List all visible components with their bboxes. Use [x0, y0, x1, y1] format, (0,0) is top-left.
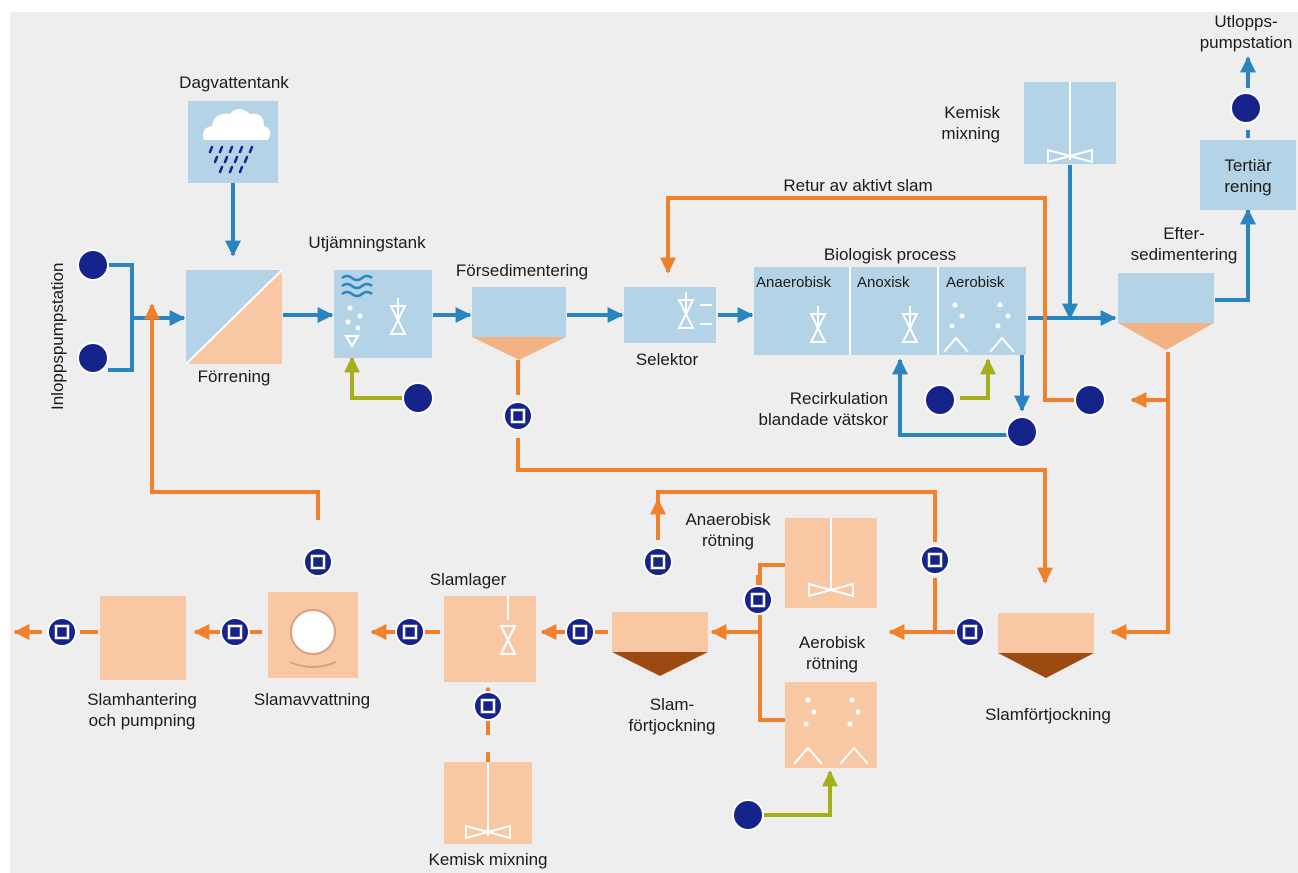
reject-pump	[302, 546, 334, 578]
cloud-icon	[203, 109, 271, 140]
inlet-pump-1	[77, 249, 109, 281]
label-aerobisk-rotning: Aerobisk rötning	[798, 633, 866, 673]
label-kemisk-mixning-top: Kemisk mixning	[941, 103, 1000, 143]
label-utjamningstank: Utjämningstank	[308, 233, 426, 252]
efter-to-retur	[1130, 352, 1170, 408]
water-flow-lines	[108, 56, 1256, 437]
utjamningstank-tank	[334, 270, 432, 358]
label-slamhantering: Slamhantering och pumpning	[87, 690, 197, 730]
label-slamfortjockning-mid: Slam- förtjockning	[628, 695, 716, 735]
to-thickener-from-right	[888, 578, 937, 640]
label-anoxisk: Anoxisk	[857, 274, 910, 291]
slamhantering-tank	[100, 596, 186, 680]
label-inloppspumpstation: Inloppspumpstation	[48, 262, 67, 410]
label-biologisk: Biologisk process	[823, 245, 957, 264]
chemical-lines	[344, 356, 996, 817]
aerobisk-chem-pump	[924, 384, 956, 416]
kemisk-mixning-bottom-tank	[444, 762, 532, 844]
forsedimentering-tank	[472, 287, 566, 360]
chem-to-aerobisk	[960, 358, 996, 400]
label-tertiar: Tertiär rening	[1224, 156, 1272, 196]
digester-loop	[758, 563, 785, 722]
biologisk-tank	[754, 267, 1026, 355]
recirk-pump	[1006, 416, 1038, 448]
label-aerobisk: Aerobisk	[946, 274, 1005, 291]
chem-to-aerob-rotning	[760, 770, 838, 817]
label-slamfortjockning-right: Slamförtjockning	[985, 705, 1111, 724]
label-anaerobisk: Anaerobisk	[756, 274, 832, 291]
label-retur: Retur av aktivt slam	[783, 176, 933, 195]
slamavvattning-tank	[268, 592, 358, 678]
utjamning-chem-pump	[402, 382, 434, 414]
reject-water-return	[144, 303, 320, 520]
slamfortjockning-right-tank	[998, 613, 1094, 678]
label-utlopp: Utlopps- pumpstation	[1199, 12, 1293, 52]
slamfort-right-pump	[954, 616, 986, 648]
to-slamhantering-pump	[219, 616, 251, 648]
to-avvattning-pump	[394, 616, 426, 648]
forsed-sludge-pump	[502, 400, 534, 432]
aerobisk-rotning-tank	[785, 682, 877, 768]
sludge-lines	[13, 196, 1170, 762]
eftersedimentering-tank	[1118, 273, 1214, 350]
slamfort-mid-pump	[642, 546, 674, 578]
utlopp-pump	[1230, 92, 1262, 124]
chem-to-utjamning	[344, 356, 402, 400]
outlet-sludge-pump	[46, 616, 78, 648]
inlet-manifold	[108, 263, 134, 372]
tertiar-rening-tank	[1200, 140, 1296, 210]
label-recirkulation: Recirkulation blandade vätskor	[758, 389, 888, 429]
label-dagvattentank: Dagvattentank	[179, 73, 289, 92]
label-slamavvattning: Slamavvattning	[253, 690, 371, 709]
forrening-screen	[185, 269, 283, 365]
rain-icon	[208, 145, 254, 174]
label-anaerobisk-rotning: Anaerobisk rötning	[685, 510, 771, 550]
anaerobisk-rotning-tank	[785, 518, 877, 608]
wave-icon	[341, 274, 373, 298]
slamlager-tank	[444, 596, 536, 682]
flow-to-tertiar	[1215, 208, 1256, 302]
label-efter: Efter- sedimentering	[1130, 224, 1238, 264]
label-kemisk-mixning-bottom: Kemisk mixning	[428, 850, 548, 869]
digester-pump	[742, 584, 774, 616]
recirk-return	[892, 358, 1008, 437]
label-forrening: Förrening	[197, 367, 271, 386]
retur-aktivt-slam	[660, 196, 1075, 402]
label-slamlager: Slamlager	[429, 570, 507, 589]
label-forsedimentering: Försedimentering	[455, 261, 589, 280]
kemisk-mixning-top-tank	[1024, 82, 1116, 164]
selektor-tank	[624, 287, 716, 343]
to-slamlager-pump	[564, 616, 596, 648]
aerob-rotning-chem-pump	[732, 799, 764, 831]
retur-pump	[1074, 384, 1106, 416]
label-selektor: Selektor	[635, 350, 699, 369]
efter-to-slamfortjockning	[1110, 400, 1170, 640]
kemisk-bottom-pump	[472, 690, 504, 722]
right-line-pump	[919, 544, 951, 576]
dagvattentank-tank	[188, 101, 278, 183]
slamfortjockning-mid-tank	[612, 612, 708, 676]
inlet-pump-2	[77, 342, 109, 374]
forsed-sludge-line	[516, 438, 1053, 584]
